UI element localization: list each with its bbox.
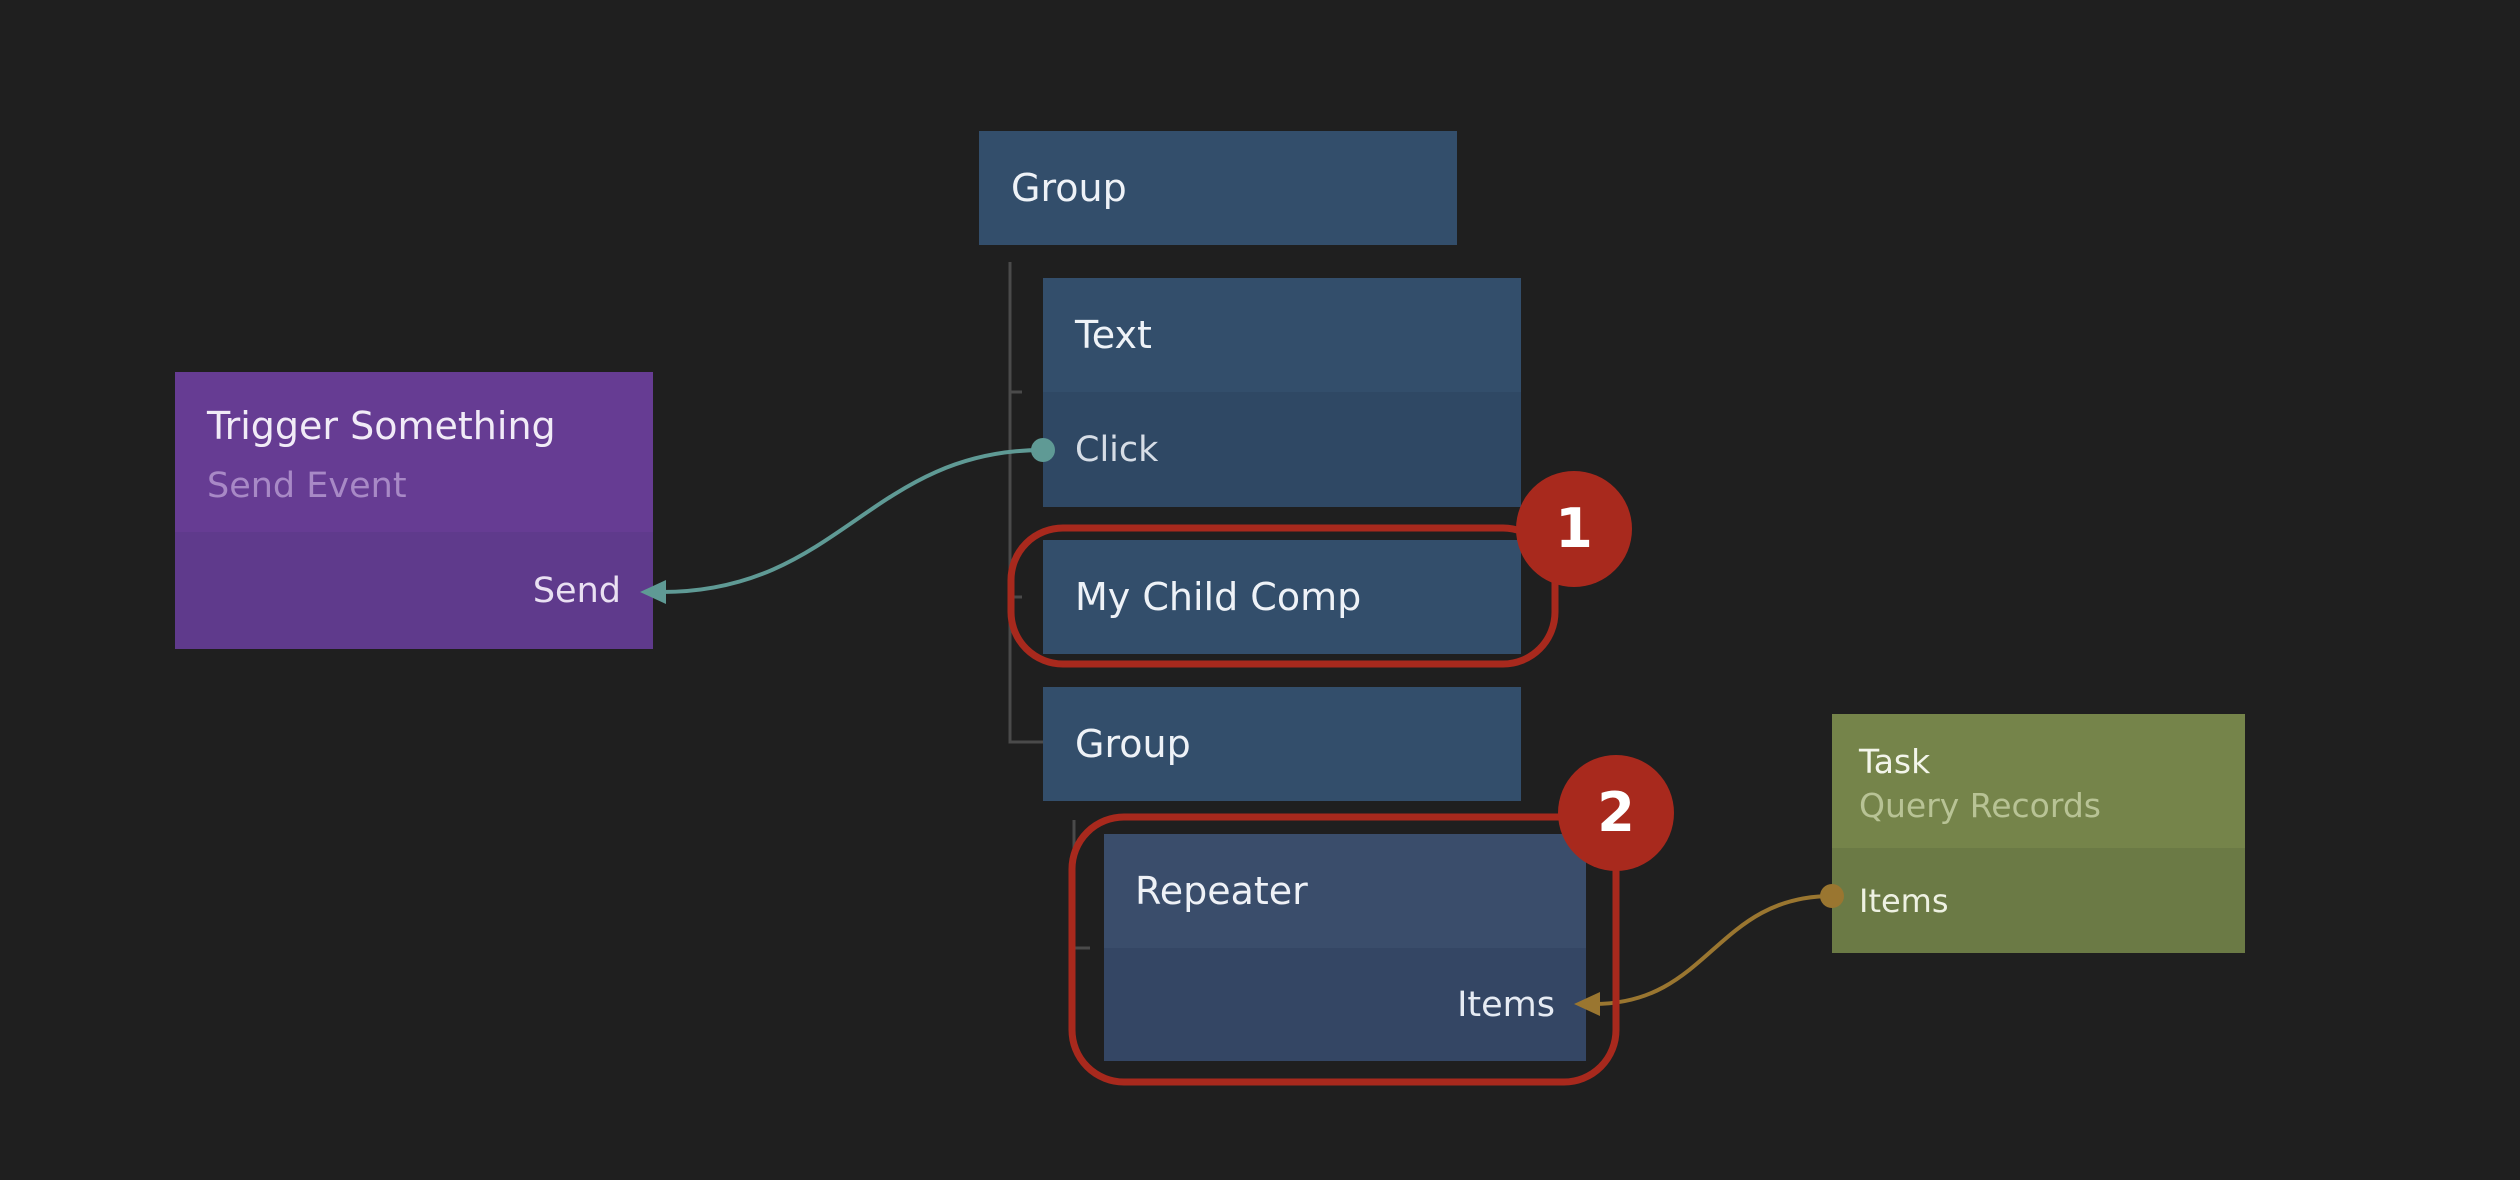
node-title: Trigger Something (207, 404, 556, 448)
port-items-output[interactable]: Items (1832, 848, 2245, 953)
callout-badge-2 (1558, 755, 1674, 871)
node-title: Text (1075, 313, 1152, 357)
node-title: Group (1011, 166, 1127, 210)
port-send[interactable]: Send (175, 532, 653, 649)
node-task-query-records[interactable]: Task Query Records Items (1832, 714, 2245, 953)
port-label: Click (1075, 429, 1159, 470)
arrowhead-send (640, 580, 666, 604)
highlight-my-child-comp (1007, 524, 1559, 668)
node-title: Task (1859, 742, 1931, 781)
callout-badge-1 (1516, 471, 1632, 587)
node-title: My Child Comp (1075, 575, 1362, 619)
node-header: Trigger Something Send Event (175, 372, 653, 532)
port-click[interactable]: Click (1043, 392, 1521, 507)
node-my-child-comp[interactable]: My Child Comp (1043, 540, 1521, 654)
node-group-root[interactable]: Group (979, 131, 1457, 245)
port-dot-click[interactable] (1031, 438, 1055, 462)
node-subtitle: Query Records (1859, 786, 2101, 825)
connection-task-items-to-repeater-items[interactable] (1593, 894, 1833, 1006)
port-label: Items (1859, 881, 1949, 920)
node-repeater[interactable]: Repeater Items (1104, 834, 1586, 1061)
node-subtitle: Send Event (207, 466, 407, 506)
connection-click-to-send[interactable] (661, 448, 1044, 594)
node-text[interactable]: Text Click (1043, 278, 1521, 507)
port-items-input[interactable]: Items (1104, 948, 1586, 1061)
node-group-inner[interactable]: Group (1043, 687, 1521, 801)
highlight-repeater (1068, 813, 1620, 1086)
arrowhead-items (1574, 992, 1600, 1016)
node-header: Task Query Records (1832, 714, 2245, 848)
port-label: Items (1457, 984, 1555, 1025)
callout-number: 2 (1597, 781, 1635, 844)
node-title: Repeater (1135, 869, 1308, 913)
node-title: Group (1075, 722, 1191, 766)
node-trigger-something[interactable]: Trigger Something Send Event Send (175, 372, 653, 649)
port-label: Send (532, 570, 621, 611)
port-dot-task-items[interactable] (1820, 884, 1844, 908)
callout-number: 1 (1555, 497, 1593, 560)
